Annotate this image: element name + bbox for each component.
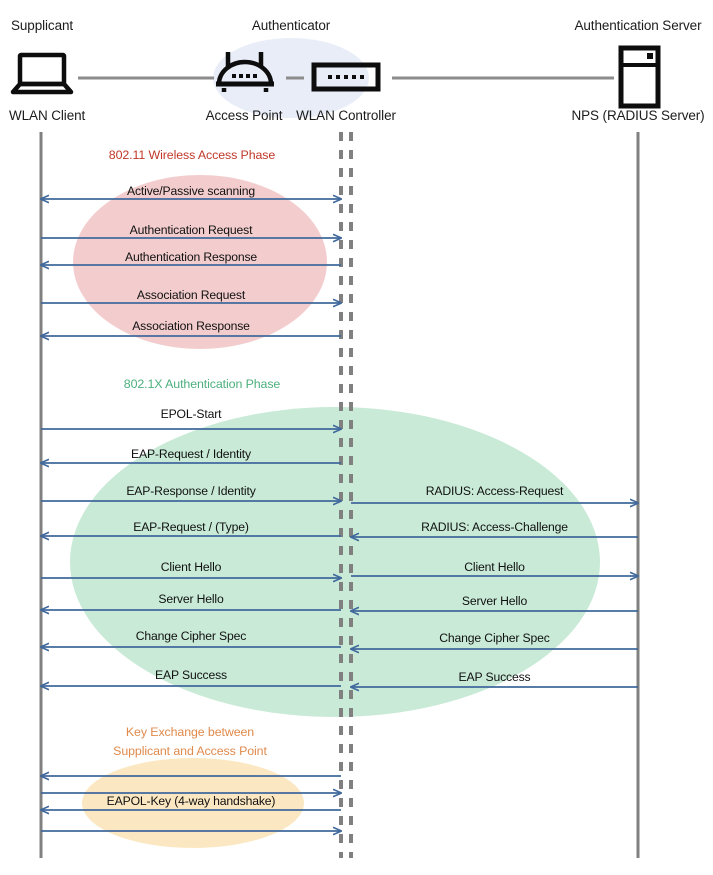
phase-ellipse-wireless-access	[73, 175, 327, 349]
message-label-left-9: Client Hello	[160, 560, 222, 574]
message-label-left-6: EAP-Request / Identity	[131, 447, 251, 461]
message-label-right-2: Client Hello	[464, 560, 525, 574]
access-point-icon	[216, 52, 274, 92]
actor-role-1: Authenticator	[251, 18, 331, 33]
arrows	[41, 199, 638, 831]
message-label-right-0: RADIUS: Access-Request	[425, 484, 564, 498]
actor-name-3: NPS (RADIUS Server)	[571, 108, 705, 123]
phase-ellipse-key-exchange	[82, 758, 304, 848]
message-label-left-3: Association Request	[136, 288, 246, 302]
message-label-left-15: EAPOL-Key (4-way handshake)	[106, 794, 276, 808]
message-label-left-4: Association Response	[132, 319, 250, 333]
actor-name-1: Access Point	[205, 108, 283, 123]
lifelines	[39, 132, 640, 858]
actor-name-0: WLAN Client	[9, 108, 86, 123]
message-label-right-4: Change Cipher Spec	[439, 631, 550, 645]
message-label-left-12: EAP Success	[155, 668, 227, 682]
wlan-controller-icon	[311, 62, 381, 92]
message-label-left-2: Authentication Response	[124, 250, 258, 264]
message-label-right-1: RADIUS: Access-Challenge	[421, 520, 568, 534]
message-label-right-5: EAP Success	[458, 670, 531, 684]
message-label-left-5: EPOL-Start	[160, 407, 222, 421]
actor-role-3: Authentication Server	[574, 18, 702, 33]
message-label-left-7: EAP-Response / Identity	[126, 484, 256, 498]
message-label-left-0: Active/Passive scanning	[127, 184, 255, 198]
actor-role-0: Supplicant	[11, 18, 74, 33]
phase-label-line1: Key Exchange between	[125, 725, 255, 739]
actor-name-2: WLAN Controller	[296, 108, 396, 123]
laptop-icon-base	[10, 81, 74, 95]
message-label-left-1: Authentication Request	[129, 223, 253, 237]
server-icon	[618, 45, 661, 109]
phase-label-line2: Supplicant and Access Point	[113, 743, 267, 758]
message-label-left-8: EAP-Request / (Type)	[133, 520, 249, 534]
message-label-left-10: Server Hello	[158, 592, 224, 606]
phase-label-dot1x-auth: 802.1X Authentication Phase	[123, 377, 281, 391]
phase-label-wireless-access: 802.11 Wireless Access Phase	[108, 148, 276, 162]
message-label-right-3: Server Hello	[461, 594, 528, 608]
phase-ellipse-dot1x-auth	[70, 407, 600, 717]
message-label-left-11: Change Cipher Spec	[135, 629, 247, 643]
